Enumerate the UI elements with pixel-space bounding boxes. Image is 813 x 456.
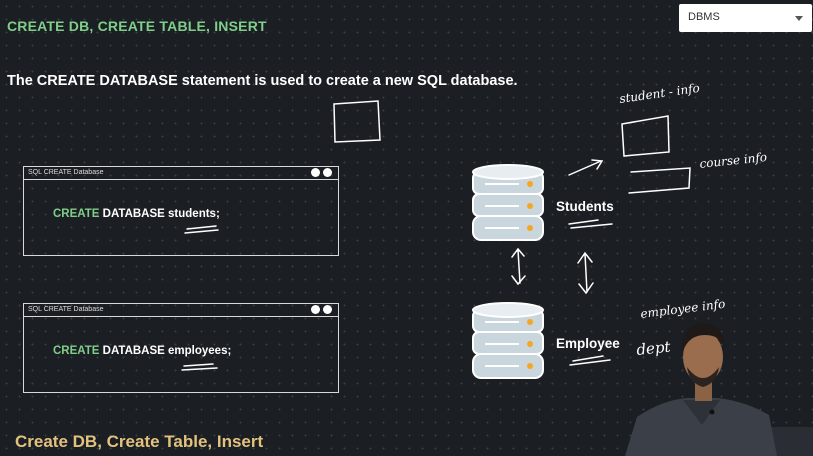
chevron-down-icon bbox=[795, 16, 803, 21]
db-label-employee: Employee bbox=[556, 336, 620, 351]
dropdown-value: DBMS bbox=[688, 11, 720, 23]
handwritten-student-info: student - info bbox=[618, 81, 700, 106]
window-controls bbox=[308, 168, 332, 182]
code-box-titlebar: SQL CREATE Database bbox=[24, 167, 338, 180]
db-label-students: Students bbox=[556, 199, 614, 214]
database-icon bbox=[472, 164, 544, 241]
code-box-titlebar: SQL CREATE Database bbox=[24, 304, 338, 317]
window-controls bbox=[308, 305, 332, 319]
code-line: CREATE DATABASE employees; bbox=[53, 345, 231, 357]
sql-statement: DATABASE employees; bbox=[102, 345, 232, 357]
code-box-title: SQL CREATE Database bbox=[28, 169, 104, 176]
window-dot-icon bbox=[323, 305, 332, 314]
sql-keyword: CREATE bbox=[53, 208, 100, 220]
sql-keyword: CREATE bbox=[53, 345, 100, 357]
footer-title: Create DB, Create Table, Insert bbox=[15, 432, 264, 451]
window-dot-icon bbox=[311, 168, 320, 177]
code-line: CREATE DATABASE students; bbox=[53, 208, 220, 220]
handwritten-dept: dept bbox=[636, 337, 673, 359]
sql-statement: DATABASE students; bbox=[102, 208, 220, 220]
database-icon bbox=[472, 302, 544, 379]
intro-text: The CREATE DATABASE statement is used to… bbox=[7, 73, 518, 89]
header-title: CREATE DB, CREATE TABLE, INSERT bbox=[7, 18, 267, 34]
window-dot-icon bbox=[323, 168, 332, 177]
code-box-employees: SQL CREATE Database CREATE DATABASE empl… bbox=[23, 303, 339, 393]
code-box-title: SQL CREATE Database bbox=[28, 306, 104, 313]
handwritten-course-info: course info bbox=[699, 150, 768, 171]
course-dropdown[interactable]: DBMS bbox=[679, 4, 812, 32]
presenter-video bbox=[625, 323, 813, 456]
code-box-students: SQL CREATE Database CREATE DATABASE stud… bbox=[23, 166, 339, 256]
window-dot-icon bbox=[311, 305, 320, 314]
